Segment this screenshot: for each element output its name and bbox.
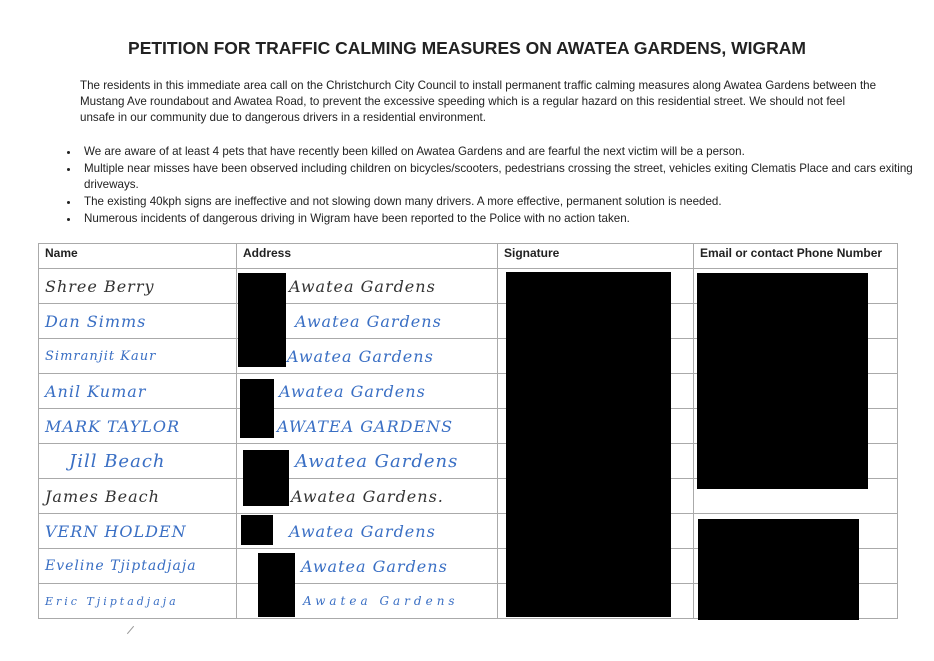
signer-name: VERN HOLDEN (38, 513, 237, 549)
header-address: Address (236, 243, 498, 269)
table-header-row: Name Address Signature Email or contact … (38, 243, 898, 269)
pen-mark (126, 625, 135, 635)
intro-paragraph: The residents in this immediate area cal… (80, 79, 877, 124)
concern-item: The existing 40kph signs are ineffective… (80, 194, 920, 210)
address-redaction (241, 515, 273, 545)
signer-name: Eric Tjiptadjaja (38, 583, 237, 619)
signer-name: Simranjit Kaur (38, 338, 237, 374)
address-redaction (238, 273, 286, 367)
address-redaction (243, 450, 289, 506)
signer-address: AWATEA GARDENS (236, 408, 498, 444)
signer-address: Awatea Gardens (236, 513, 498, 549)
header-contact: Email or contact Phone Number (693, 243, 898, 269)
contact-redaction (697, 273, 868, 489)
signer-name: MARK TAYLOR (38, 408, 237, 444)
concern-item: Numerous incidents of dangerous driving … (80, 211, 920, 227)
signer-name: Eveline Tjiptadjaja (38, 548, 237, 584)
signer-address: Awatea Gardens (236, 373, 498, 409)
signer-name: James Beach (38, 478, 237, 514)
signer-address: Awatea Gardens (236, 443, 498, 479)
signer-name: Jill Beach (38, 443, 237, 479)
petition-title: PETITION FOR TRAFFIC CALMING MEASURES ON… (128, 38, 806, 58)
contact-redaction (698, 519, 859, 620)
signer-name: Anil Kumar (38, 373, 237, 409)
address-redaction (240, 379, 274, 438)
signer-name: Dan Simms (38, 303, 237, 339)
signature-redaction (506, 272, 671, 617)
address-redaction (258, 553, 295, 617)
concern-item: We are aware of at least 4 pets that hav… (80, 144, 920, 160)
signer-name: Shree Berry (38, 268, 237, 304)
concern-item: Multiple near misses have been observed … (80, 161, 920, 193)
concerns-list: We are aware of at least 4 pets that hav… (60, 144, 920, 228)
header-signature: Signature (497, 243, 694, 269)
header-name: Name (38, 243, 237, 269)
